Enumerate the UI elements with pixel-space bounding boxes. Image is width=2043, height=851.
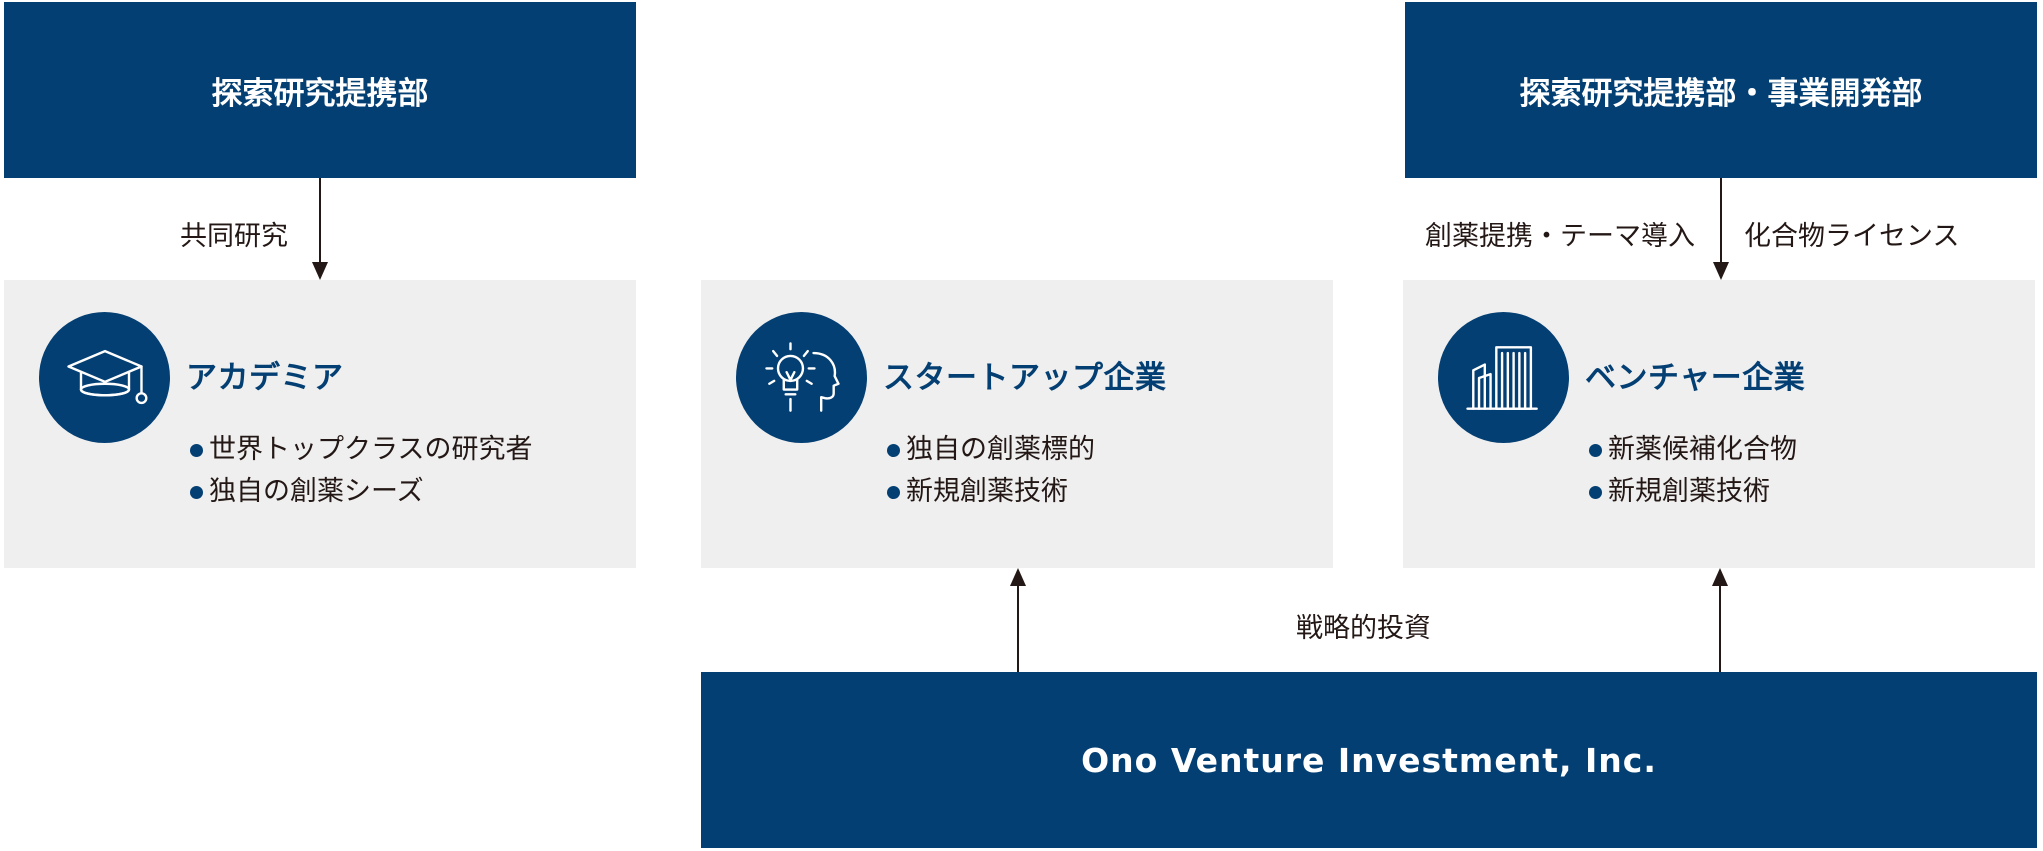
card-startup: スタートアップ企業 独自の創薬標的 新規創薬技術: [701, 280, 1333, 568]
card-title: スタートアップ企業: [883, 360, 1167, 396]
arrow-head: [1712, 568, 1728, 586]
label-strategic-investment: 戦略的投資: [1296, 613, 1431, 644]
buildings-icon: [1438, 312, 1569, 443]
arrow-investment-venture: [1719, 584, 1721, 672]
label-compound-license: 化合物ライセンス: [1744, 221, 1960, 252]
dept-title: 探索研究提携部・事業開発部: [1519, 75, 1923, 112]
card-bullet-list: 新薬候補化合物 新規創薬技術: [1589, 429, 1797, 513]
lightbulb-head-icon: [736, 312, 867, 443]
arrow-head: [1713, 262, 1729, 280]
list-item: 世界トップクラスの研究者: [190, 429, 532, 471]
card-title: ベンチャー企業: [1585, 360, 1806, 396]
card-bullet-list: 独自の創薬標的 新規創薬技術: [887, 429, 1095, 513]
arrow-joint-research: [319, 178, 321, 262]
dept-box-research-business-dev: 探索研究提携部・事業開発部: [1405, 2, 2037, 178]
card-venture: ベンチャー企業 新薬候補化合物 新規創薬技術: [1403, 280, 2035, 568]
investment-company-box: Ono Venture Investment, Inc.: [701, 672, 2037, 848]
label-drug-partnership: 創薬提携・テーマ導入: [1425, 221, 1695, 252]
arrow-partnership: [1720, 178, 1722, 262]
card-title: アカデミア: [186, 360, 344, 396]
card-bullet-list: 世界トップクラスの研究者 独自の創薬シーズ: [190, 429, 532, 513]
arrow-head: [312, 262, 328, 280]
label-joint-research: 共同研究: [180, 221, 288, 252]
arrow-investment-startup: [1017, 584, 1019, 672]
list-item: 独自の創薬標的: [887, 429, 1095, 471]
card-academia: アカデミア 世界トップクラスの研究者 独自の創薬シーズ: [4, 280, 636, 568]
company-name: Ono Venture Investment, Inc.: [1081, 740, 1657, 780]
list-item: 新規創薬技術: [887, 471, 1095, 513]
list-item: 新規創薬技術: [1589, 471, 1797, 513]
list-item: 独自の創薬シーズ: [190, 471, 532, 513]
arrow-head: [1010, 568, 1026, 586]
graduation-cap-icon: [39, 312, 170, 443]
list-item: 新薬候補化合物: [1589, 429, 1797, 471]
dept-box-exploratory-research: 探索研究提携部: [4, 2, 636, 178]
dept-title: 探索研究提携部: [211, 75, 429, 112]
